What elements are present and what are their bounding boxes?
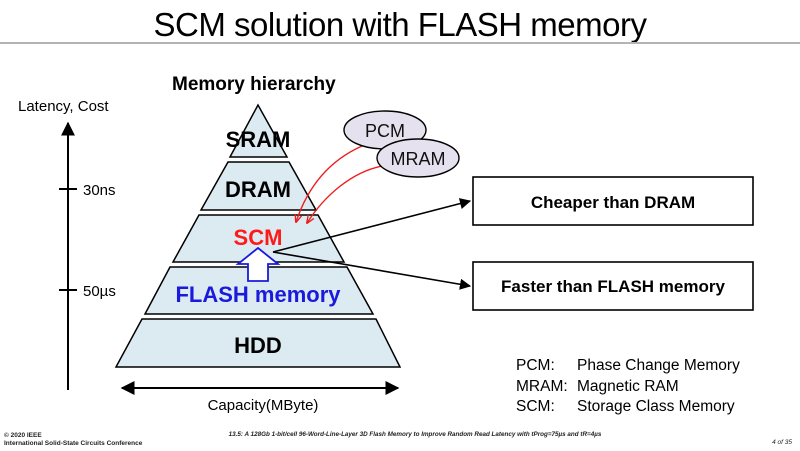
tier-hdd-label: HDD: [234, 333, 282, 358]
tick-label-30ns: 30ns: [83, 182, 116, 199]
tier-dram-label: DRAM: [225, 177, 291, 202]
tier-sram-label: SRAM: [226, 127, 291, 152]
scm-to-faster-connector: [272, 251, 472, 290]
legend-meaning: Phase Change Memory: [577, 357, 740, 374]
callout-cheaper-label: Cheaper than DRAM: [531, 193, 695, 212]
legend-abbr: MRAM:: [516, 377, 568, 395]
tier-flash-label: FLASH memory: [175, 282, 341, 307]
latency-axis-label: Latency, Cost: [18, 98, 109, 115]
abbreviation-legend: PCM: Phase Change Memory MRAM: Magnetic RA…: [516, 356, 740, 418]
pyramid: [114, 103, 402, 368]
legend-meaning: Magnetic RAM: [577, 377, 679, 395]
legend-abbr: SCM:: [516, 398, 555, 415]
flash-to-scm-arrow-icon: [235, 246, 281, 282]
slide-title: SCM solution with FLASH memory: [153, 6, 647, 43]
title-divider: [0, 42, 800, 44]
footer-copyright: © 2020 IEEE: [4, 432, 42, 439]
pcm-to-scm-arrow: [296, 145, 363, 222]
tier-sram-shape: [228, 103, 289, 158]
tier-flash-shape: [143, 266, 375, 315]
callout-faster-box: [472, 261, 754, 311]
legend-row-scm: SCM: Storage Class Memory: [516, 397, 740, 418]
capacity-axis-label: Capacity(MByte): [208, 397, 319, 414]
footer-credits: © 2020 IEEE International Solid-State Ci…: [4, 432, 142, 448]
diagram-subtitle: Memory hierarchy: [172, 74, 336, 95]
scm-to-cheaper-connector: [272, 198, 472, 253]
footer-paper-title: 13.5: A 128Gb 1-bit/cell 96-Word-Line-La…: [228, 431, 602, 438]
tier-scm-shape: [171, 214, 346, 263]
bubble-mram-label: MRAM: [391, 149, 446, 169]
callout-cheaper-box: [472, 176, 754, 226]
tier-scm-label: SCM: [234, 225, 283, 250]
bubble-mram: [376, 138, 460, 178]
tier-hdd-shape: [114, 318, 402, 368]
legend-row-mram: MRAM: Magnetic RAM: [516, 377, 740, 398]
legend-abbr: PCM:: [516, 357, 555, 374]
tick-label-50us: 50µs: [83, 283, 116, 300]
legend-meaning: Storage Class Memory: [577, 398, 735, 415]
legend-row-pcm: PCM: Phase Change Memory: [516, 356, 740, 377]
callout-faster-label: Faster than FLASH memory: [501, 277, 725, 296]
bubble-pcm-label: PCM: [365, 121, 405, 141]
footer-page-number: 4 of 35: [772, 439, 792, 446]
footer-conference: International Solid-State Circuits Confe…: [4, 440, 143, 447]
mram-to-scm-arrow: [307, 165, 383, 223]
